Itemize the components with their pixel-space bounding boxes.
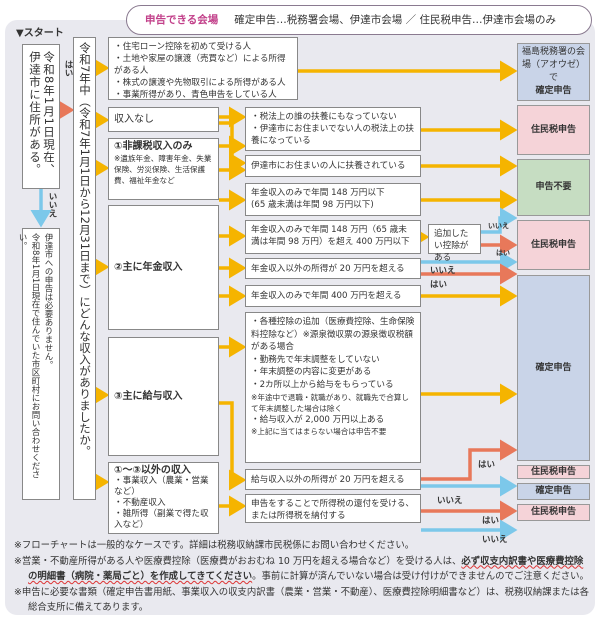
- arrow-salary-b: [219, 401, 247, 491]
- cond-item: ・税法上の誰の扶養にもなっていない: [251, 112, 397, 122]
- arrow-none-b: [219, 121, 247, 174]
- option-no-income: 収入なし: [108, 107, 219, 132]
- label-no: いいえ: [482, 535, 508, 545]
- cond-note: ※上記に当てはまらない場合は申告不要: [251, 427, 387, 437]
- option-pension: ②主に年金収入: [108, 205, 219, 330]
- cond-salary-other: 給与収入以外の所得が 20 万円を超える: [245, 469, 421, 490]
- label-yes: はい: [63, 60, 73, 77]
- note-3: ※申告に必要な書類（確定申告書用紙、事業収入の収支内訳書（農業・営業・不動産）、…: [14, 586, 590, 614]
- note-2-text: ※営業・不動産所得がある人や医療費控除（医療費がおおむね 10 万円を超える場合…: [14, 555, 462, 567]
- label-yes: はい: [478, 460, 496, 470]
- arrow-extra-no: [481, 207, 518, 234]
- start-label: ▼スタート: [16, 28, 64, 39]
- cond-dependent-date: 伊達市にお住まいの人に扶養されている: [245, 155, 421, 177]
- option-other: ①～③以外の収入・事業収入（農業・営業など）・不動産収入・雑所得（副業で得た収入…: [108, 462, 219, 534]
- cond-pension-low: 年金収入のみで年間 148 万円以下 (65 歳未満は年間 98 万円以下): [245, 183, 421, 216]
- result-final-return: 確定申告: [517, 483, 590, 500]
- note-2-tail: 。事前に計算が済んでいない場合は受け付けができませんのでご注意ください。: [252, 571, 589, 582]
- result-location: 福島税務署の会場（アオウゼ）で: [521, 47, 585, 83]
- note-2: ※営業・不動産所得がある人や医療費控除（医療費がおおむね 10 万円を超える場合…: [14, 554, 590, 585]
- case-item: ・株式の譲渡や先物取引による所得がある人: [114, 78, 286, 88]
- cond-refund: 申告をすることで所得税の還付を受ける、または所得税を納付する: [245, 494, 421, 523]
- footnotes: ※フローチャートは一般的なケースです。詳細は税務収納課市民税係にお問い合わせくだ…: [14, 538, 590, 616]
- label-no: いいえ: [488, 222, 509, 230]
- option-salary: ③主に給与収入: [108, 337, 219, 456]
- cond-item: ・年末調整の内容に変更がある: [251, 367, 372, 378]
- label-no: いいえ: [430, 266, 456, 276]
- result-resident-tax: 住民税申告: [517, 105, 590, 155]
- cond-item: 年金収入のみで年間 148 万円以下: [251, 188, 385, 198]
- note-2-emphasis: 必ず収支内訳書や医療費控除の明細書（病院・薬局ごと）を作成してきてください: [28, 555, 584, 583]
- cond-salary: ・各種控除の追加（医療費控除、生命保険料控除など）※源泉徴収票の源泉徴収税額があ…: [245, 312, 421, 463]
- result-not-required: 申告不要: [517, 159, 590, 216]
- cond-item: (65 歳未満は年間 98 万円以下): [251, 200, 374, 210]
- question-residence: 令和8年1月1日現在、伊達市に住所がある。: [22, 44, 60, 189]
- message-line-2: 令和8年1月1日現在で住んでいた市区町村にお問い合わせください。: [17, 233, 40, 479]
- result-resident-tax: 住民税申告: [517, 504, 590, 521]
- venue-header: 申告できる会場 確定申告…税務署会場、伊達市会場 ／ 住民税申告…伊達市会場のみ: [126, 5, 592, 35]
- cond-item: ・各種控除の追加（医療費控除、生命保険料控除など）※源泉徴収票の源泉徴収税額があ…: [251, 317, 415, 353]
- label-yes: はい: [482, 516, 500, 526]
- note-1: ※フローチャートは一般的なケースです。詳細は税務収納課市民税係にお問い合わせくだ…: [14, 540, 415, 551]
- label-no: いいえ: [437, 496, 463, 506]
- other-title: ①～③以外の収入: [114, 465, 191, 476]
- result-resident-tax: 住民税申告: [517, 465, 590, 479]
- venue-title: 申告できる会場: [145, 14, 219, 26]
- option-nontax: ①非課税収入のみ ※遺族年金、障害年金、失業保険、労災保険、生活保護費、福祉年金な…: [108, 138, 219, 200]
- question-income: 令和7年中（令和7年1月1日から12月31日まで）にどんな収入がありましたか。: [73, 37, 96, 500]
- result-tax-office: 福島税務署の会場（アオウゼ）で確定申告: [517, 43, 590, 101]
- nontax-note: ※遺族年金、障害年金、失業保険、労災保険、生活保護費、福祉年金など: [114, 154, 212, 185]
- case-item: ・住宅ローン控除を初めて受ける人: [114, 42, 252, 52]
- case-item: ・土地や家屋の譲渡（売買など）による所得がある人: [114, 54, 286, 76]
- venue-text: 確定申告…税務署会場、伊達市会場 ／ 住民税申告…伊達市会場のみ: [234, 14, 556, 26]
- result-resident-tax: 住民税申告: [517, 220, 590, 270]
- other-item: ・事業収入（農業・営業など）: [114, 476, 209, 497]
- cond-pension-mid: 年金収入のみで年間 148 万円（65 歳未満は年間 98 万円）を超え 400…: [245, 220, 421, 254]
- other-item: ・不動産収入: [114, 498, 166, 508]
- arrow-salary-other-yes: [421, 439, 518, 481]
- cond-note: ※年途中で退職・就職があり、就職先で合算して年末調整した場合は除く: [251, 392, 409, 413]
- other-item: ・雑所得（副業で得た収入など）: [114, 509, 209, 530]
- result-final-return: 確定申告: [517, 275, 590, 461]
- cond-item: ・勤務先で年末調整をしていない: [251, 354, 380, 365]
- cond-item: ・給与収入が 2,000 万円以上ある: [251, 414, 385, 425]
- message-line-1: 伊達市への申告は必要ありません。: [43, 233, 53, 369]
- cond-not-dependent: ・税法上の誰の扶養にもなっていない・伊達市にお住まいでない人の税法上の扶養になっ…: [245, 107, 421, 151]
- case-item: ・事業所得があり、青色申告をしている人: [114, 90, 277, 100]
- label-yes: はい: [496, 249, 510, 257]
- not-resident-message: 伊達市への申告は必要ありません。令和8年1月1日現在で住んでいた市区町村にお問い…: [17, 228, 60, 500]
- cond-extra-deduction: 追加したい控除がある: [428, 224, 481, 263]
- label-no: いいえ: [47, 192, 57, 218]
- cond-pension-high: 年金収入のみで年間 400 万円を超える: [245, 285, 421, 307]
- nontax-title: ①非課税収入のみ: [114, 141, 193, 152]
- cond-item: ・伊達市にお住まいでない人の税法上の扶養になっている: [251, 124, 415, 146]
- cond-item: ・2カ所以上から給与をもらっている: [251, 379, 394, 390]
- label-yes: はい: [430, 280, 448, 290]
- special-cases-box: ・住宅ローン控除を初めて受ける人 ・土地や家屋の譲渡（売買など）による所得がある…: [108, 37, 298, 100]
- result-label: 確定申告: [535, 86, 572, 96]
- cond-pension-other: 年金収入以外の所得が 20 万円を超える: [245, 258, 421, 279]
